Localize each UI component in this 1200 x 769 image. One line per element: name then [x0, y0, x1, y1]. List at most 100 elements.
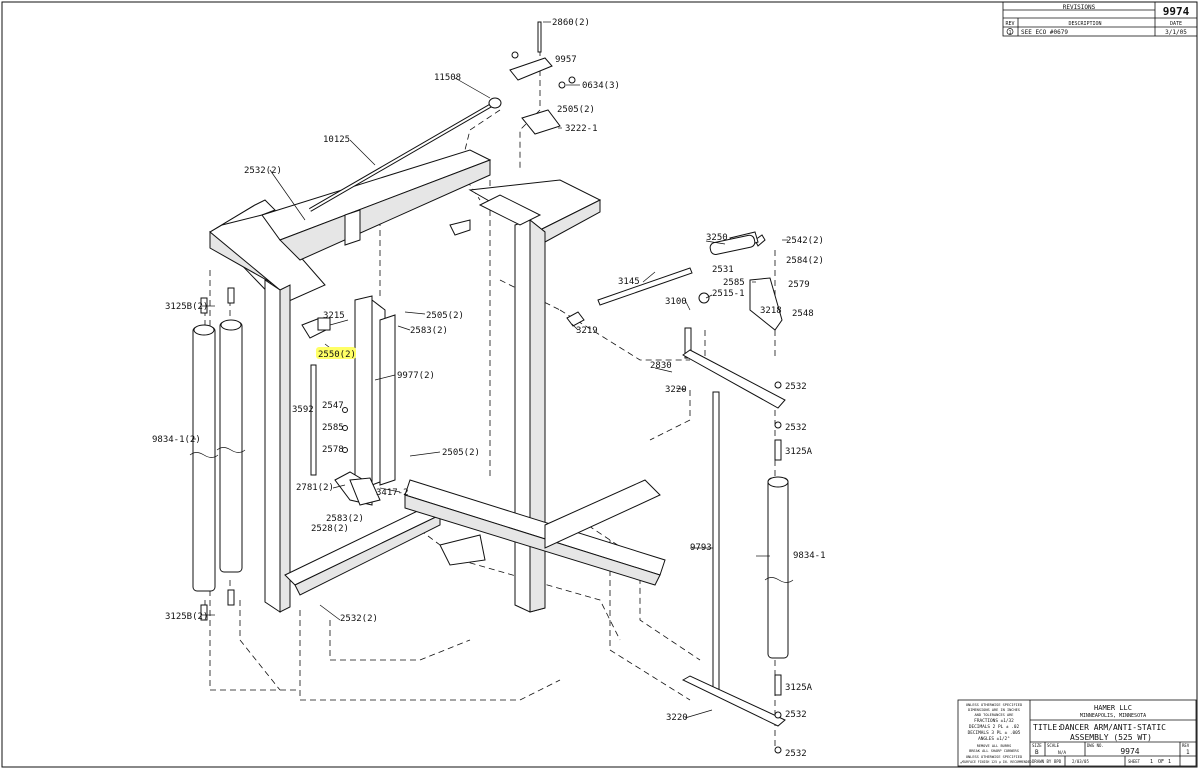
callout-2532-r4: 2532 — [785, 749, 807, 759]
callout-9834-left: 9834-1(2) — [152, 435, 201, 445]
leader-lines — [192, 21, 788, 719]
tb-check-mark: ✓ — [960, 759, 964, 766]
callout-2830: 2830 — [650, 361, 672, 371]
revisions-heading: REVISIONS — [1063, 4, 1096, 11]
tb-sheet-label: SHEET — [1128, 759, 1141, 764]
callout-2532-r2: 2532 — [785, 423, 807, 433]
callout-2584: 2584(2) — [786, 256, 824, 266]
callout-3222: 3222-1 — [565, 124, 598, 134]
callout-3219: 3219 — [576, 326, 598, 336]
tb-size-value: B — [1035, 749, 1039, 756]
shaft-10125 — [308, 97, 502, 212]
callout-0634: 0634(3) — [582, 81, 620, 91]
callout-3218: 3218 — [760, 306, 782, 316]
callout-2505-top: 2505(2) — [557, 105, 595, 115]
callout-3250: 3250 — [706, 233, 728, 243]
tb-note-3: FRACTIONS ±1/32 — [974, 718, 1014, 724]
callout-2585-right: 2585 — [723, 278, 745, 288]
callout-2532-r3: 2532 — [785, 710, 807, 720]
revisions-col-description: DESCRIPTION — [1068, 21, 1101, 27]
tb-title-line2: ASSEMBLY (525 WT) — [1070, 733, 1152, 742]
callout-3215: 3215 — [323, 311, 345, 321]
revisions-col-rev: REV — [1005, 21, 1014, 27]
tb-title-label: TITLE: — [1033, 723, 1062, 732]
callout-3100: 3100 — [665, 297, 687, 307]
tb-rev-value: 1 — [1186, 749, 1190, 756]
tb-note-0: UNLESS OTHERWISE SPECIFIED — [966, 703, 1022, 707]
tb-sheet-value: 1 — [1150, 759, 1153, 765]
tb-rev-label: REV — [1182, 743, 1190, 748]
top-bracket-assembly — [509, 21, 576, 135]
revision-row-description: SEE ECO #0679 — [1021, 29, 1068, 36]
tb-drawn-label: DRAWN BY — [1032, 759, 1052, 764]
callout-2860: 2860(2) — [552, 18, 590, 28]
tb-of-label: OF — [1158, 759, 1164, 765]
callout-2532-top: 2532(2) — [244, 166, 282, 176]
callout-2583-low: 2583(2) — [326, 514, 364, 524]
tb-of-value: 1 — [1168, 759, 1171, 765]
callout-3220-top: 3220 — [665, 385, 687, 395]
revisions-drawing-number: 9974 — [1163, 5, 1190, 18]
revision-row-date: 3/1/05 — [1165, 29, 1187, 36]
center-rod-assembly — [301, 295, 396, 506]
callout-2528: 2528(2) — [311, 524, 349, 534]
tb-note-4: DECIMALS 2 PL ± .02 — [969, 724, 1020, 730]
tb-note-2: AND TOLERANCES ARE — [975, 713, 1014, 717]
tb-company: HAMER LLC — [1094, 704, 1132, 712]
tb-scale-value: N/A — [1058, 750, 1066, 756]
revisions-col-date: DATE — [1170, 21, 1182, 27]
callout-2532-r1: 2532 — [785, 382, 807, 392]
tb-note-5: DECIMALS 3 PL ± .005 — [968, 730, 1021, 736]
callout-3125a-top: 3125A — [785, 447, 813, 457]
hidden-lines — [204, 30, 776, 750]
tb-scale-label: SCALE — [1047, 743, 1060, 748]
tb-note-9: UNLESS OTHERWISE SPECIFIED — [966, 755, 1022, 759]
tb-size-label: SIZE — [1032, 743, 1042, 748]
tb-note-7: REMOVE ALL BURRS — [977, 744, 1012, 748]
tb-drawn-value: BPD — [1054, 759, 1062, 764]
callout-highlight — [316, 347, 356, 359]
callout-2542: 2542(2) — [786, 236, 824, 246]
callout-3417: 3417-2 — [376, 488, 409, 498]
callout-3220-bottom: 3220 — [666, 713, 688, 723]
callout-labels: 2860(2) 9957 0634(3) 11508 2505(2) 3222-… — [152, 18, 826, 759]
callout-2548: 2548 — [792, 309, 814, 319]
callout-3125b-top: 3125B(2) — [165, 302, 208, 312]
callout-2583-top: 2583(2) — [410, 326, 448, 336]
tb-note-1: DIMENSIONS ARE IN INCHES — [968, 708, 1020, 712]
callout-2505-mid: 2505(2) — [426, 311, 464, 321]
tb-note-6: ANGLES ±1/2° — [978, 736, 1010, 742]
callout-2550: 2550(2) — [318, 350, 356, 360]
dancer-arm-assembly — [566, 231, 794, 754]
tb-dwg-label: DWG NO. — [1087, 743, 1104, 748]
tb-title-line1: DANCER ARM/ANTI-STATIC — [1060, 723, 1166, 732]
callout-2781: 2781(2) — [296, 483, 334, 493]
callout-9793: 9793 — [690, 543, 712, 553]
callout-10125: 10125 — [323, 135, 350, 145]
callout-3125b-bottom: 3125B(2) — [165, 612, 208, 622]
callout-2579: 2579 — [788, 280, 810, 290]
tb-dwg-value: 9974 — [1120, 747, 1139, 756]
frame-weldment — [209, 149, 666, 613]
callout-9834-right: 9834-1 — [793, 551, 826, 561]
callout-2532-bottom: 2532(2) — [340, 614, 378, 624]
tb-city: MINNEAPOLIS, MINNESOTA — [1080, 713, 1146, 719]
tb-date-value: 2/03/05 — [1072, 759, 1089, 764]
tb-note-10: SURFACE FINISH 125 µ IN. RECOMMENDED — [962, 760, 1031, 764]
callout-9957: 9957 — [555, 55, 577, 65]
callout-3592: 3592 — [292, 405, 314, 415]
callout-2505-low: 2505(2) — [442, 448, 480, 458]
callout-2578: 2578 — [322, 445, 344, 455]
callout-2515: 2515-1 — [712, 289, 745, 299]
callout-2547: 2547 — [322, 401, 344, 411]
revision-marker — [1006, 28, 1014, 35]
callout-3125a-bottom: 3125A — [785, 683, 813, 693]
callout-2531: 2531 — [712, 265, 734, 275]
callout-3145: 3145 — [618, 277, 640, 287]
revision-row-rev: 1 — [1008, 30, 1011, 36]
tb-note-8: BREAK ALL SHARP CORNERS — [969, 749, 1019, 753]
title-block: UNLESS OTHERWISE SPECIFIED DIMENSIONS AR… — [957, 699, 1197, 767]
callout-9977: 9977(2) — [397, 371, 435, 381]
